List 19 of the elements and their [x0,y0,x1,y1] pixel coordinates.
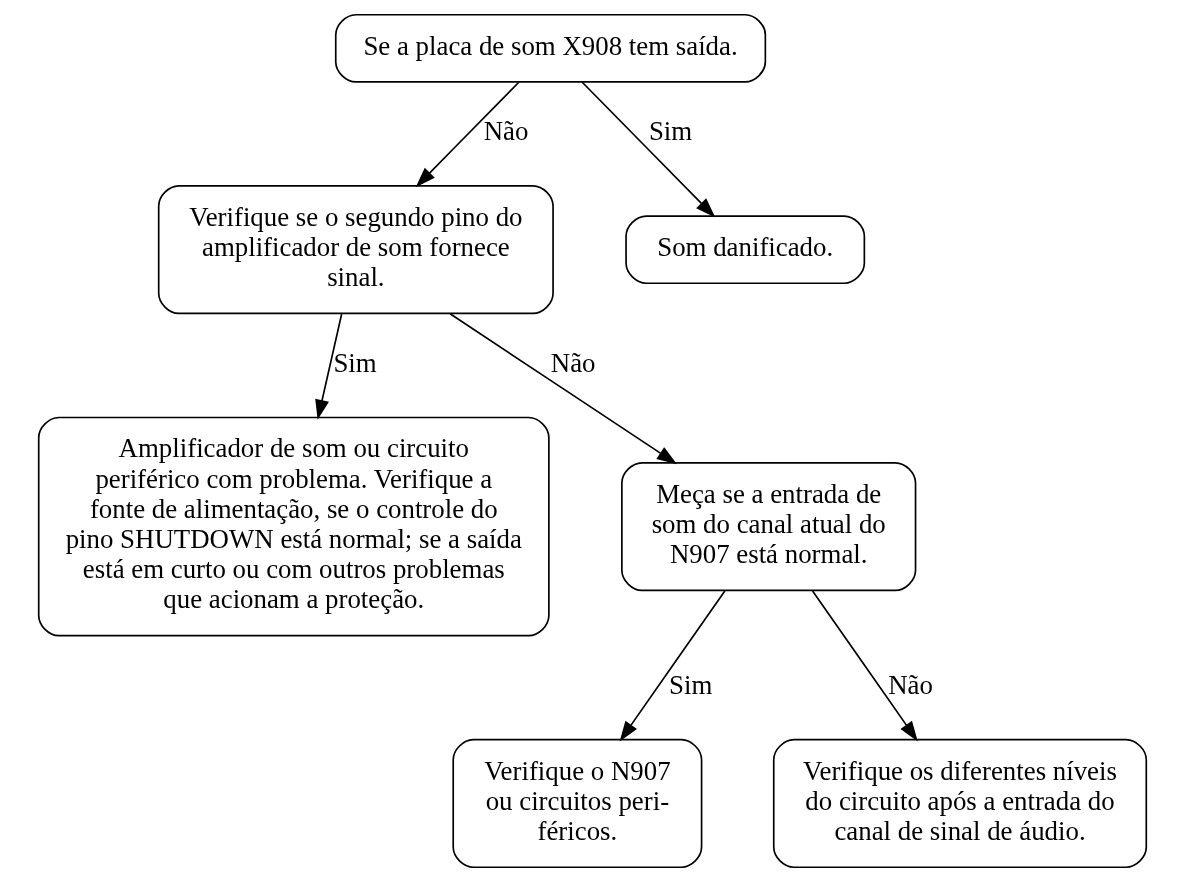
arrow [314,313,342,420]
arrow [448,312,677,465]
node-box: Verifique o N907 ou circuitos peri- féricos. [451,738,702,869]
arrow [415,81,520,188]
edge-label: Não [887,670,933,701]
edge-label: Sim [332,347,377,378]
edge-label: Sim [648,116,692,147]
arrow [811,590,918,742]
node-box: Se a placa de som X908 tem saída. [334,13,766,83]
node-box: Amplificador de som ou circuito periférico com problema. Verifique a fonte de alimentação, se o controle do pino SHUTDOWN está normal; se a saída está em curto ou com outros problemas que acionam a proteção. [37,416,550,637]
node-box: Meça se a entrada de som do canal atual do N907 está normal. [620,462,916,592]
node-box: Som danificado. [624,215,865,285]
node-box: Verifique os diferentes níveis do circuito após a entrada do canal de sinal de áudio. [772,738,1147,869]
edge-label: Não [550,347,596,378]
arrow [580,81,715,218]
node-box: Verifique se o segundo pino do amplificador de som fornece sinal. [157,185,554,315]
arrow [619,590,726,742]
edge-label: Sim [668,670,712,701]
edge-label: Não [483,116,528,147]
